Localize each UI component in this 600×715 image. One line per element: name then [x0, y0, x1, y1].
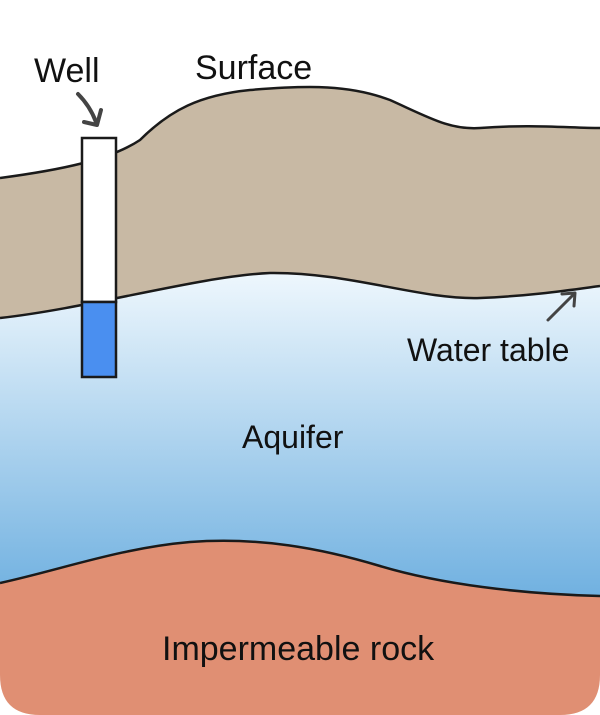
water-table-label: Water table: [407, 332, 569, 368]
soil-layer: [0, 87, 600, 319]
rock-layer: [0, 540, 600, 715]
well-water: [80, 300, 118, 379]
aquifer-layer: [0, 272, 600, 600]
well-casing: [80, 136, 118, 304]
rock-boundary-line: [0, 539, 600, 598]
well-label: Well: [34, 52, 100, 90]
aquifer-label: Aquifer: [242, 419, 344, 455]
water-table-line: [0, 271, 600, 320]
water-table-arrow-icon: [546, 291, 577, 322]
well-arrow-icon: [76, 92, 103, 127]
rock-label: Impermeable rock: [162, 630, 435, 668]
well: [80, 136, 118, 379]
surface-label: Surface: [195, 49, 312, 87]
surface-line: [0, 85, 600, 180]
